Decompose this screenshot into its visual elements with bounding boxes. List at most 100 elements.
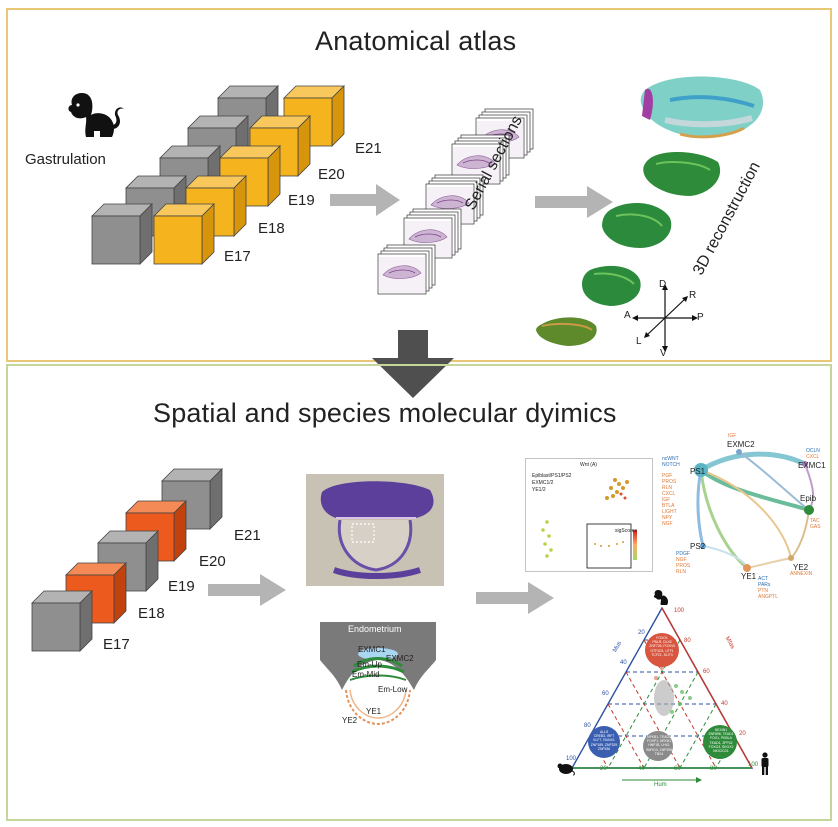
orientation-axes-icon	[632, 284, 698, 352]
stage-label-e18-bottom: E18	[138, 605, 165, 622]
species-ternary-plot	[570, 606, 754, 783]
em-up-label: Em-Up	[357, 660, 382, 669]
human-icon	[761, 752, 769, 775]
axis-d-label: D	[659, 279, 667, 290]
stage-label-e18: E18	[258, 220, 285, 237]
embryo-schematic	[320, 622, 436, 726]
cluster-mfas-gene: FOXO1	[656, 636, 668, 640]
ye1-gene-list: ACT PARs PTN ANGPTL	[758, 576, 778, 600]
tick-bottom-80: 80	[710, 766, 717, 772]
cluster-hum-circle	[703, 725, 737, 759]
tick-left-20: 20	[638, 630, 645, 636]
cluster-hum-gene: FOXO3, SKGX2	[708, 744, 734, 749]
gene-npy: NPY	[662, 515, 673, 521]
tick-right-60: 60	[703, 669, 710, 675]
anatomical-atlas-title: Anatomical atlas	[315, 26, 517, 56]
tick-bottom-40: 40	[638, 766, 645, 772]
cluster-mus-gene: KLF7, RUNX1	[593, 738, 615, 743]
axis-r-label: R	[689, 290, 697, 301]
cluster-mus-gene: ZNF189, ZNF329	[590, 742, 618, 747]
gene-light: LIGHT	[662, 509, 677, 515]
gene-ngf-ps2: NGF	[676, 557, 687, 563]
tick-bottom-20: 20	[600, 766, 607, 772]
molecular-dynamics-panel	[6, 364, 832, 821]
cluster-hum-gene: NKX2CD1	[713, 749, 729, 754]
legend-exmc: EXMC1/2	[532, 480, 554, 486]
node-ps2: PS2	[690, 542, 706, 551]
gene-gas: GAS	[810, 524, 821, 530]
stage-label-e17-bottom: E17	[103, 636, 130, 653]
cluster-mus-gene: CREB3, IRF7	[593, 734, 615, 739]
stage-label-e20-bottom: E20	[199, 553, 226, 570]
axis-a-label: A	[624, 310, 631, 321]
cluster-shared-gene: TBX4	[654, 751, 664, 756]
wnt-signature-plot	[525, 458, 653, 572]
ye1-label: YE1	[366, 707, 382, 716]
cluster-mfas-gene: PBLR, DLX5	[652, 640, 672, 645]
gene-angptl: ANGPTL	[758, 594, 779, 600]
node-ye2: YE2	[793, 563, 809, 572]
stage-label-e17: E17	[224, 248, 251, 265]
node-exmc1: EXMC1	[798, 461, 826, 470]
cluster-mfas-gene: TCF21, SLIT3	[651, 652, 673, 657]
gene-rln-ps2: RLN	[676, 569, 687, 575]
monkey-icon	[68, 93, 124, 137]
ye2-label: YE2	[342, 716, 358, 725]
tick-right-80: 80	[684, 638, 691, 644]
arrow-to-sections	[330, 184, 400, 216]
gene-ngf: NGF	[662, 521, 673, 527]
sigscores-label: sigScores	[615, 528, 637, 534]
gastrulation-label: Gastrulation	[25, 151, 106, 168]
stage-label-e19-bottom: E19	[168, 578, 195, 595]
axis-p-label: P	[697, 312, 704, 323]
gene-notch: NOTCH	[662, 462, 680, 468]
cluster-mfas-gene: ZNF726, FOXN3	[649, 644, 675, 649]
endometrium-label: Endometrium	[348, 624, 402, 634]
stained-section-image	[306, 474, 444, 586]
wnt-plot-title: Wnt (A)	[580, 462, 597, 468]
tick-left-60: 60	[602, 691, 609, 697]
gene-pros: PROS	[662, 479, 677, 485]
gene-annexin: ANNEXIN	[790, 571, 813, 577]
cluster-shared-gene: NFKB1, TEAD4	[647, 735, 671, 739]
tick-bottom-60: 60	[674, 766, 681, 772]
gene-ocln: OCLN	[806, 448, 820, 454]
render-e18	[582, 265, 641, 306]
gene-act: ACT	[758, 576, 768, 582]
legend-epiblast: Epiblast/PS1/PS2	[532, 473, 572, 479]
gene-pars: PARs	[758, 582, 771, 588]
monkey-small-icon	[653, 590, 669, 605]
gene-btla: BTLA	[662, 503, 675, 509]
cluster-mfas-gene: GTF3C5, UTF1	[650, 648, 674, 653]
tick-bottom-100: 100	[748, 762, 759, 768]
arrow-to-analysis	[476, 582, 554, 614]
cell-communication-network	[694, 449, 815, 572]
serial-sections-stack	[365, 105, 555, 310]
gene-cxcl-exmc1: CXCL	[806, 454, 820, 460]
arrow-to-section-image	[208, 574, 286, 606]
cluster-mfas-genes: FOXO1 PBLR, DLX5 ZNF726, FOXN3 GTF3C5, U…	[648, 636, 676, 657]
node-epib: Epib	[800, 494, 817, 503]
render-e19	[602, 203, 672, 248]
cluster-hum-gene: TEAD1, ZFP42	[709, 740, 733, 745]
gene-tac: TAC	[810, 518, 820, 524]
cluster-shared-gene: FOXP1, NFKB1	[647, 739, 671, 744]
cluster-hum-gene: FOX1, PKBLA	[710, 736, 732, 741]
axis-l-label: L	[636, 336, 642, 347]
stage-label-e20: E20	[318, 166, 345, 183]
ps2-gene-list: PDGF NGF PROS RLN	[676, 551, 690, 575]
ternary-axis-hum: Hum	[654, 782, 667, 788]
cluster-mus-gene: ZNF536	[597, 746, 611, 751]
tick-left-100: 100	[566, 756, 577, 762]
tick-left-80: 80	[584, 723, 591, 729]
cluster-shared-circle	[643, 731, 673, 761]
tick-right-20: 20	[739, 731, 746, 737]
gene-pgf: PGF	[662, 473, 673, 479]
3d-reconstruction-renders	[536, 76, 764, 346]
arrow-to-reconstruction	[535, 186, 613, 218]
cluster-shared-gene: HNF1B, LHX1	[648, 743, 670, 748]
gene-pros-ps2: PROS	[676, 563, 691, 569]
legend-ye: YE1/2	[532, 487, 546, 493]
ps1-gene-list: PGF PROS RLN CXCL IGF BTLA LIGHT NPY NGF	[662, 473, 677, 527]
gene-rln: RLN	[662, 485, 673, 491]
